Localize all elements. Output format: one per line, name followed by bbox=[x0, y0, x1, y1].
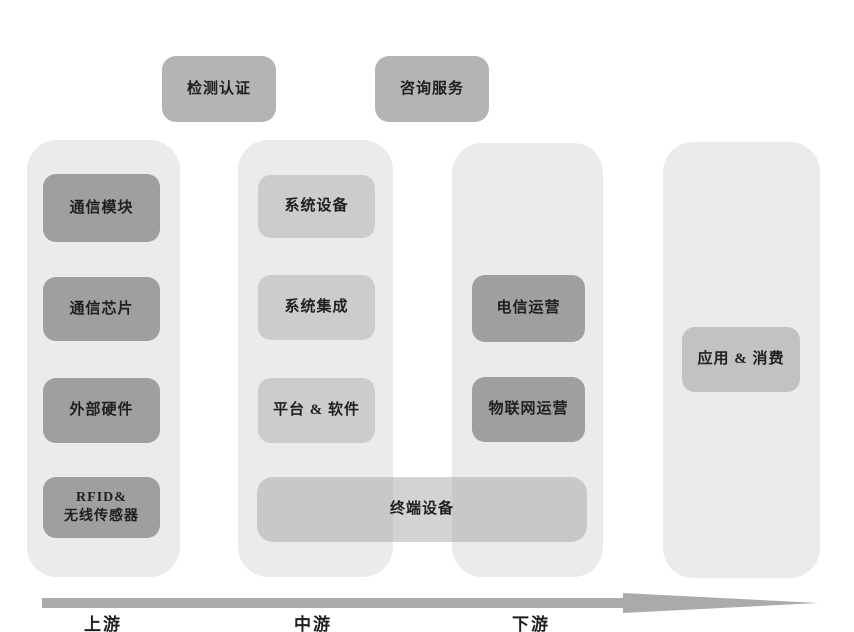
midstream-item-system-equipment: 系统设备 bbox=[258, 175, 375, 238]
stage-label-midstream: 中游 bbox=[294, 615, 332, 632]
midstream-column-container: 系统设备 系统集成 平台 & 软件 bbox=[238, 140, 393, 577]
upstream-column-container: 通信模块 通信芯片 外部硬件 RFID& 无线传感器 bbox=[27, 140, 180, 577]
application-column-container: 应用 & 消费 bbox=[663, 142, 820, 578]
upstream-item-communication-chip: 通信芯片 bbox=[43, 277, 160, 341]
upstream-item-communication-module: 通信模块 bbox=[43, 174, 160, 242]
downstream-item-iot-operation: 物联网运营 bbox=[472, 377, 585, 442]
midstream-item-system-integration: 系统集成 bbox=[258, 275, 375, 340]
terminal-device-spanning-box: 终端设备 bbox=[257, 477, 587, 542]
service-box-consulting: 咨询服务 bbox=[375, 56, 489, 122]
upstream-item-rfid-wireless-sensors: RFID& 无线传感器 bbox=[43, 477, 160, 538]
application-item-application-consumption: 应用 & 消费 bbox=[682, 327, 800, 392]
stage-label-upstream: 上游 bbox=[84, 615, 122, 632]
midstream-item-platform-software: 平台 & 软件 bbox=[258, 378, 375, 443]
flow-arrow-head-icon bbox=[623, 593, 818, 613]
downstream-item-telecom-operation: 电信运营 bbox=[472, 275, 585, 342]
downstream-column-container: 电信运营 物联网运营 bbox=[452, 143, 603, 577]
service-box-testing-certification: 检测认证 bbox=[162, 56, 276, 122]
upstream-item-external-hardware: 外部硬件 bbox=[43, 378, 160, 443]
stage-label-downstream: 下游 bbox=[512, 615, 550, 632]
flow-arrow-bar bbox=[42, 598, 630, 608]
